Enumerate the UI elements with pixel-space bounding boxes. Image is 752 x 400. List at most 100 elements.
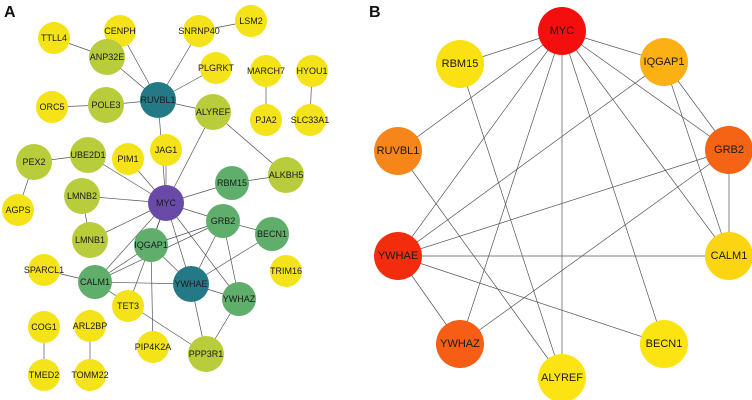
node-b-ruvbl1[interactable]: RUVBL1 — [374, 127, 422, 175]
node-a-ube2d1[interactable]: UBE2D1 — [70, 137, 106, 173]
node-a-alyref[interactable]: ALYREF — [195, 94, 231, 130]
node-a-agps[interactable]: AGPS — [2, 194, 34, 226]
node-a-pim1[interactable]: PIM1 — [112, 143, 144, 175]
node-a-circle-orc5 — [36, 91, 68, 123]
edge-a-calm1-ppp3r1 — [94, 281, 207, 355]
node-a-circle-pja2 — [250, 104, 282, 136]
node-a-jag1[interactable]: JAG1 — [150, 134, 182, 166]
node-a-snrnp40[interactable]: SNRNP40 — [178, 15, 220, 47]
node-a-label-lmnb1: LMNB1 — [75, 235, 105, 245]
node-a-label-alkbh5: ALKBH5 — [269, 170, 304, 180]
node-a-lmnb2[interactable]: LMNB2 — [64, 178, 100, 214]
node-b-iqgap1[interactable]: IQGAP1 — [640, 38, 688, 86]
node-b-calm1[interactable]: CALM1 — [705, 232, 752, 280]
node-b-rbm15[interactable]: RBM15 — [436, 40, 484, 88]
node-a-circle-tet3 — [112, 290, 144, 322]
node-a-circle-pex2 — [16, 144, 52, 180]
node-a-slc33a1[interactable]: SLC33A1 — [291, 104, 330, 136]
node-a-tmed2[interactable]: TMED2 — [28, 359, 60, 391]
node-a-label-tmed2: TMED2 — [29, 370, 60, 380]
node-a-ywhae[interactable]: YWHAE — [173, 266, 209, 302]
node-a-label-snrnp40: SNRNP40 — [178, 26, 220, 36]
node-a-myc[interactable]: MYC — [148, 185, 184, 221]
node-a-lsm2[interactable]: LSM2 — [235, 5, 267, 37]
node-a-becn1[interactable]: BECN1 — [255, 217, 289, 251]
node-a-circle-alkbh5 — [268, 157, 304, 193]
node-a-cenph[interactable]: CENPH — [104, 15, 136, 47]
node-a-circle-cog1 — [28, 311, 60, 343]
node-a-circle-trim16 — [270, 255, 302, 287]
node-a-circle-pole3 — [88, 87, 124, 123]
node-a-pja2[interactable]: PJA2 — [250, 104, 282, 136]
node-b-circle-ywhae — [374, 232, 422, 280]
node-a-label-cog1: COG1 — [31, 322, 57, 332]
node-a-tet3[interactable]: TET3 — [112, 290, 144, 322]
node-a-rbm15[interactable]: RBM15 — [215, 166, 249, 200]
node-a-tomm22[interactable]: TOMM22 — [71, 359, 109, 391]
node-a-cog1[interactable]: COG1 — [28, 311, 60, 343]
node-a-ruvbl1[interactable]: RUVBL1 — [140, 82, 176, 118]
node-a-label-pip4k2a: PIP4K2A — [135, 342, 172, 352]
node-b-label-ywhaz: YWHAZ — [440, 338, 480, 350]
node-b-ywhaz[interactable]: YWHAZ — [436, 320, 484, 368]
node-b-label-rbm15: RBM15 — [442, 58, 479, 70]
node-b-circle-becn1 — [640, 320, 688, 368]
node-a-label-pole3: POLE3 — [91, 100, 120, 110]
node-a-pex2[interactable]: PEX2 — [16, 144, 52, 180]
node-a-circle-pip4k2a — [137, 331, 169, 363]
node-a-hyou1[interactable]: HYOU1 — [296, 55, 328, 87]
node-b-circle-calm1 — [705, 232, 752, 280]
node-a-circle-hyou1 — [296, 55, 328, 87]
node-a-circle-cenph — [104, 15, 136, 47]
node-a-circle-becn1 — [255, 217, 289, 251]
node-a-label-slc33a1: SLC33A1 — [291, 115, 330, 125]
node-a-label-orc5: ORC5 — [39, 102, 64, 112]
node-b-label-calm1: CALM1 — [711, 250, 748, 262]
node-b-grb2[interactable]: GRB2 — [705, 126, 752, 174]
node-a-trim16[interactable]: TRIM16 — [270, 255, 302, 287]
node-b-circle-myc — [538, 7, 586, 55]
edge-b-ywhae-becn1 — [397, 255, 665, 345]
node-a-label-pim1: PIM1 — [117, 154, 138, 164]
node-b-label-myc: MYC — [550, 25, 575, 37]
node-a-circle-lsm2 — [235, 5, 267, 37]
node-a-iqgap1[interactable]: IQGAP1 — [134, 228, 168, 262]
edge-b-grb2-ywhae — [397, 149, 730, 257]
node-b-label-becn1: BECN1 — [646, 338, 683, 350]
node-b-alyref[interactable]: ALYREF — [538, 354, 586, 400]
node-b-ywhae[interactable]: YWHAE — [374, 232, 422, 280]
node-a-pole3[interactable]: POLE3 — [88, 87, 124, 123]
node-a-ywhaz[interactable]: YWHAZ — [222, 282, 256, 316]
node-b-myc[interactable]: MYC — [538, 7, 586, 55]
node-a-circle-sparcl1 — [28, 254, 60, 286]
node-a-orc5[interactable]: ORC5 — [36, 91, 68, 123]
node-a-anp32e[interactable]: ANP32E — [89, 39, 125, 75]
node-a-calm1[interactable]: CALM1 — [78, 265, 112, 299]
node-a-circle-tomm22 — [74, 359, 106, 391]
node-a-arl2bp[interactable]: ARL2BP — [73, 310, 108, 342]
node-a-pip4k2a[interactable]: PIP4K2A — [135, 331, 172, 363]
node-b-label-ruvbl1: RUVBL1 — [377, 145, 420, 157]
node-a-label-arl2bp: ARL2BP — [73, 321, 108, 331]
node-a-ppp3r1[interactable]: PPP3R1 — [188, 336, 224, 372]
node-a-circle-grb2 — [206, 204, 240, 238]
node-a-plgrkt[interactable]: PLGRKT — [198, 52, 235, 84]
node-a-grb2[interactable]: GRB2 — [206, 204, 240, 238]
node-a-label-calm1: CALM1 — [80, 277, 110, 287]
node-a-lmnb1[interactable]: LMNB1 — [72, 222, 108, 258]
node-b-label-ywhae: YWHAE — [378, 250, 418, 262]
node-a-circle-lmnb2 — [64, 178, 100, 214]
node-a-ttll4[interactable]: TTLL4 — [38, 22, 70, 54]
node-a-alkbh5[interactable]: ALKBH5 — [268, 157, 304, 193]
node-a-circle-ttll4 — [38, 22, 70, 54]
node-b-circle-grb2 — [705, 126, 752, 174]
node-a-march7[interactable]: MARCH7 — [247, 55, 285, 87]
node-b-circle-ywhaz — [436, 320, 484, 368]
node-b-becn1[interactable]: BECN1 — [640, 320, 688, 368]
node-a-sparcl1[interactable]: SPARCL1 — [24, 254, 64, 286]
node-a-circle-arl2bp — [74, 310, 106, 342]
edge-b-myc-ruvbl1 — [397, 30, 563, 152]
